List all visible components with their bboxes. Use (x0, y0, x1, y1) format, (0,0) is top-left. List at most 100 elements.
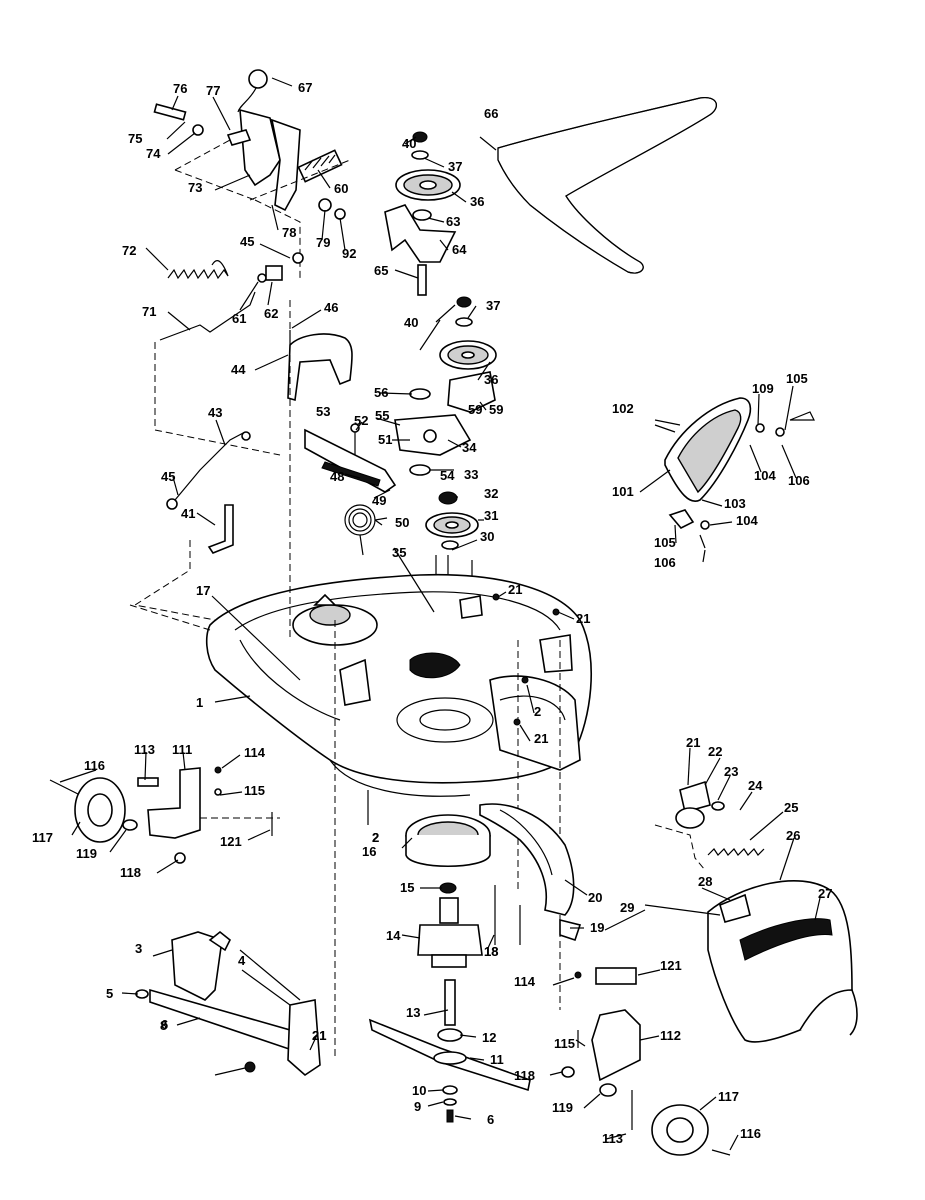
part-label-21: 21 (534, 731, 548, 746)
part-label-25: 25 (784, 800, 798, 815)
part-label-113: 113 (134, 742, 155, 757)
washer-61 (257, 273, 267, 283)
part-label-49: 49 (372, 493, 386, 508)
part-label-21: 21 (686, 735, 700, 750)
part-label-18: 18 (484, 944, 498, 959)
discharge-chute-27 (644, 880, 858, 1043)
part-label-59: 59 (489, 402, 503, 417)
part-label-105: 105 (786, 371, 808, 386)
part-label-59: 59 (468, 402, 482, 417)
part-label-32: 32 (484, 486, 498, 501)
discharge-chute-bracket (654, 780, 782, 890)
part-label-28: 28 (698, 874, 712, 889)
part-label-37: 37 (448, 159, 462, 174)
part-label-114: 114 (514, 974, 536, 989)
part-label-24: 24 (748, 778, 763, 793)
part-label-60: 60 (334, 181, 348, 196)
part-label-21: 21 (508, 582, 522, 597)
part-label-12: 12 (482, 1030, 496, 1045)
part-label-15: 15 (400, 880, 414, 895)
lift-rod-71 (154, 291, 281, 456)
part-label-115: 115 (244, 783, 265, 798)
part-label-56: 56 (374, 385, 388, 400)
part-label-92: 92 (342, 246, 356, 261)
part-label-103: 103 (724, 496, 746, 511)
idler-arm-53 (304, 423, 397, 493)
part-label-77: 77 (206, 83, 220, 98)
drive-belt (497, 96, 717, 274)
bracket-62 (265, 265, 283, 281)
part-label-22: 22 (708, 744, 722, 759)
part-number-labels: 1222345668910111213141516171818192021212… (32, 80, 832, 1146)
part-label-30: 30 (480, 529, 494, 544)
part-label-61: 61 (232, 311, 246, 326)
part-label-118: 118 (514, 1068, 535, 1083)
part-label-117: 117 (32, 830, 53, 845)
lift-link-43 (166, 431, 251, 510)
part-label-50: 50 (395, 515, 409, 530)
part-label-63: 63 (446, 214, 460, 229)
part-label-26: 26 (786, 828, 800, 843)
part-label-64: 64 (452, 242, 467, 257)
part-label-45: 45 (161, 469, 175, 484)
part-label-11: 11 (490, 1052, 504, 1067)
part-label-33: 33 (464, 467, 478, 482)
part-label-3: 3 (135, 941, 142, 956)
part-label-9: 9 (414, 1099, 421, 1114)
part-label-34: 34 (462, 440, 477, 455)
part-label-2: 2 (372, 830, 379, 845)
belt-guard-44 (287, 330, 353, 402)
part-label-115: 115 (554, 1036, 575, 1051)
part-label-31: 31 (484, 508, 498, 523)
part-label-116: 116 (740, 1126, 761, 1141)
bolt-21c (513, 718, 521, 726)
part-label-53: 53 (316, 404, 330, 419)
part-label-13: 13 (406, 1005, 420, 1020)
part-label-21: 21 (312, 1028, 326, 1043)
part-label-20: 20 (588, 890, 602, 905)
idler-pulley-36b (419, 296, 497, 413)
part-label-109: 109 (752, 381, 774, 396)
part-label-119: 119 (76, 846, 97, 861)
part-label-119: 119 (552, 1100, 573, 1115)
part-label-29: 29 (620, 900, 634, 915)
part-label-55: 55 (375, 408, 389, 423)
leader-lines (59, 77, 821, 1151)
part-label-71: 71 (142, 304, 156, 319)
part-label-112: 112 (660, 1028, 681, 1043)
baffle-20 (479, 803, 575, 916)
bolt-45a (292, 252, 304, 264)
part-label-121: 121 (220, 834, 242, 849)
part-label-111: 111 (172, 742, 192, 757)
part-label-74: 74 (146, 146, 161, 161)
idler-bracket-55 (394, 388, 472, 476)
blade-11 (368, 1018, 531, 1123)
part-label-46: 46 (324, 300, 338, 315)
belt-cover-101 (664, 397, 815, 549)
lift-linkage-assembly (153, 69, 351, 280)
part-label-79: 79 (316, 235, 330, 250)
part-label-45: 45 (240, 234, 254, 249)
part-label-78: 78 (282, 225, 296, 240)
part-label-62: 62 (264, 306, 278, 321)
part-label-6: 6 (161, 1017, 168, 1032)
part-label-17: 17 (196, 583, 210, 598)
part-label-18: 18 (484, 944, 498, 959)
part-label-40: 40 (402, 136, 416, 151)
part-label-52: 52 (354, 413, 368, 428)
part-label-105: 105 (654, 535, 676, 550)
part-label-114: 114 (244, 745, 266, 760)
part-label-118: 118 (120, 865, 141, 880)
part-label-66: 66 (484, 106, 498, 121)
gauge-wheel-right (559, 930, 731, 1156)
part-label-43: 43 (208, 405, 222, 420)
part-label-121: 121 (660, 958, 682, 973)
part-label-106: 106 (654, 555, 676, 570)
part-label-2: 2 (372, 830, 379, 845)
part-label-73: 73 (188, 180, 202, 195)
part-label-106: 106 (788, 473, 810, 488)
part-label-37: 37 (486, 298, 500, 313)
bolt-19a (559, 918, 582, 942)
part-label-65: 65 (374, 263, 388, 278)
bracket-41 (133, 504, 234, 621)
